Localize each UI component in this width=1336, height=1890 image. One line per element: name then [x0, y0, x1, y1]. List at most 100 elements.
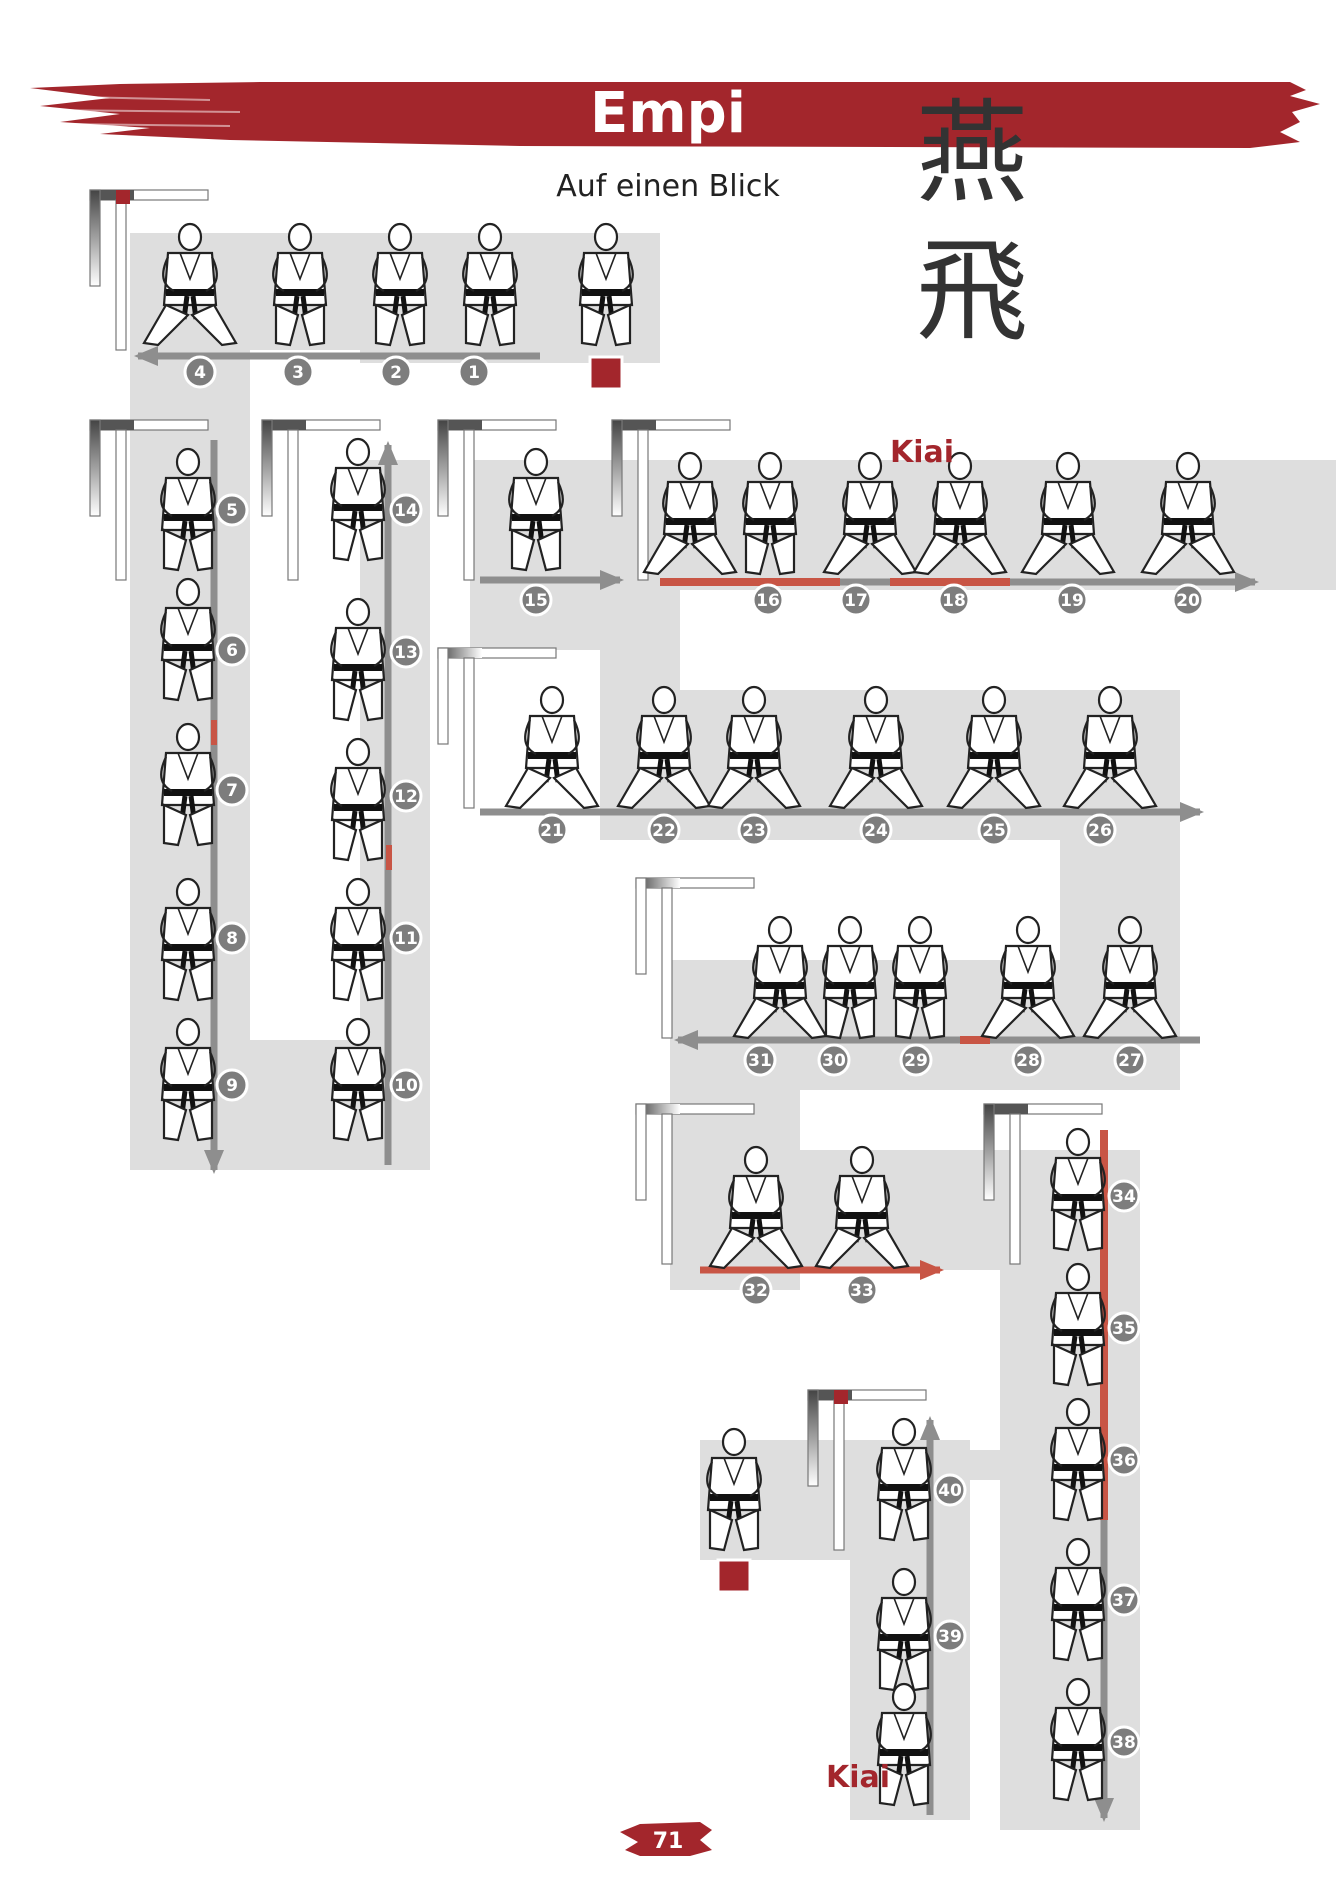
- page-number-badge: 71: [620, 1822, 712, 1856]
- move-number: 19: [1060, 591, 1084, 611]
- move-badge-26: 26: [1083, 813, 1117, 847]
- move-badge-3: 3: [281, 355, 315, 389]
- move-number: 13: [394, 643, 418, 663]
- move-badge-32: 32: [739, 1273, 773, 1307]
- move-badge-35: 35: [1107, 1311, 1141, 1345]
- move-number: 33: [850, 1281, 874, 1301]
- move-number: 6: [226, 641, 238, 661]
- karateka-figure-26: [1062, 685, 1158, 810]
- arrow-to-15: [480, 570, 624, 590]
- move-number: 23: [742, 821, 766, 841]
- direction-bracket-5: [611, 419, 731, 581]
- karateka-figure-2: [372, 222, 428, 347]
- end-marker: [716, 1558, 752, 1594]
- move-badge-40: 40: [933, 1473, 967, 1507]
- move-badge-31: 31: [743, 1043, 777, 1077]
- move-badge-14: 14: [389, 493, 423, 527]
- move-badge-4: 4: [183, 355, 217, 389]
- move-badge-10: 10: [389, 1068, 423, 1102]
- karateka-figure-16: [642, 451, 738, 576]
- karateka-figure-4: [142, 222, 238, 347]
- move-number: 39: [938, 1627, 962, 1647]
- move-number: 24: [864, 821, 888, 841]
- move-badge-15: 15: [519, 583, 553, 617]
- move-number: 4: [194, 363, 206, 383]
- karateka-figure-31: [732, 915, 828, 1040]
- accent-segment-3: [960, 1036, 990, 1044]
- move-number: 10: [394, 1076, 418, 1096]
- karateka-figure-11: [330, 877, 386, 1002]
- karateka-figure-38: [1050, 1677, 1106, 1802]
- kanji-char-2: 飛: [916, 227, 1028, 357]
- move-badge-21: 21: [535, 813, 569, 847]
- arrow-row-27-31-left: [674, 1030, 1200, 1050]
- direction-bracket-6: [437, 647, 557, 809]
- move-badge-13: 13: [389, 635, 423, 669]
- move-number: 38: [1112, 1733, 1136, 1753]
- accent-segment-6: [386, 845, 392, 870]
- move-number: 9: [226, 1076, 238, 1096]
- karateka-figure-20: [1020, 451, 1116, 576]
- karateka-figure-25: [946, 685, 1042, 810]
- move-number: 3: [292, 363, 304, 383]
- karateka-figure-23: [706, 685, 802, 810]
- karateka-figures: [142, 222, 1236, 1807]
- karateka-figure-29: [892, 915, 948, 1040]
- kiai-label-17: Kiai: [890, 435, 954, 470]
- move-badge-34: 34: [1107, 1179, 1141, 1213]
- move-number: 15: [524, 591, 548, 611]
- move-badge-18: 18: [937, 583, 971, 617]
- start-marker: [588, 355, 624, 391]
- move-badge-8: 8: [215, 921, 249, 955]
- karateka-figure-10: [330, 1017, 386, 1142]
- move-badge-39: 39: [933, 1619, 967, 1653]
- karateka-figure-7: [160, 722, 216, 847]
- karateka-figure-34: [1050, 1127, 1106, 1252]
- move-badge-25: 25: [977, 813, 1011, 847]
- move-badge-30: 30: [817, 1043, 851, 1077]
- move-badge-11: 11: [389, 921, 423, 955]
- move-badge-20: 20: [1171, 583, 1205, 617]
- accent-segment-4: [1100, 1130, 1108, 1520]
- move-badge-28: 28: [1011, 1043, 1045, 1077]
- move-number: 36: [1112, 1451, 1136, 1471]
- page-subtitle: Auf einen Blick: [556, 169, 780, 204]
- move-badge-24: 24: [859, 813, 893, 847]
- bracket-end-mark: [834, 1390, 848, 1404]
- arrow-to-33: [700, 1260, 944, 1280]
- move-number: 8: [226, 929, 238, 949]
- move-badge-16: 16: [751, 583, 785, 617]
- move-badge-36: 36: [1107, 1443, 1141, 1477]
- move-number: 37: [1112, 1591, 1136, 1611]
- direction-bracket-4: [437, 419, 557, 581]
- karateka-figure-41: [876, 1682, 932, 1807]
- move-badge-17: 17: [839, 583, 873, 617]
- move-badge-6: 6: [215, 633, 249, 667]
- karateka-figure-24: [828, 685, 924, 810]
- kanji-char-1: 燕: [916, 89, 1028, 219]
- move-badge-23: 23: [737, 813, 771, 847]
- move-badge-5: 5: [215, 493, 249, 527]
- move-badge-38: 38: [1107, 1725, 1141, 1759]
- move-badge-33: 33: [845, 1273, 879, 1307]
- move-number: 12: [394, 787, 418, 807]
- move-number: 40: [938, 1481, 962, 1501]
- karateka-figure-start: [578, 222, 634, 347]
- karateka-figure-40: [876, 1417, 932, 1542]
- karateka-figure-32: [708, 1145, 804, 1270]
- move-badge-27: 27: [1113, 1043, 1147, 1077]
- move-number: 2: [390, 363, 402, 383]
- karateka-figure-39: [876, 1567, 932, 1692]
- karateka-figure-end: [706, 1427, 762, 1552]
- arrow-column-2-up: [378, 441, 398, 1165]
- karateka-figure-30: [822, 915, 878, 1040]
- move-number: 20: [1176, 591, 1200, 611]
- karateka-figure-21: [504, 685, 600, 810]
- direction-bracket-10: [807, 1389, 927, 1551]
- move-number: 5: [226, 501, 238, 521]
- move-badge-22: 22: [647, 813, 681, 847]
- accent-segment-1: [660, 578, 840, 586]
- karateka-figure-12: [330, 737, 386, 862]
- move-badge-2: 2: [379, 355, 413, 389]
